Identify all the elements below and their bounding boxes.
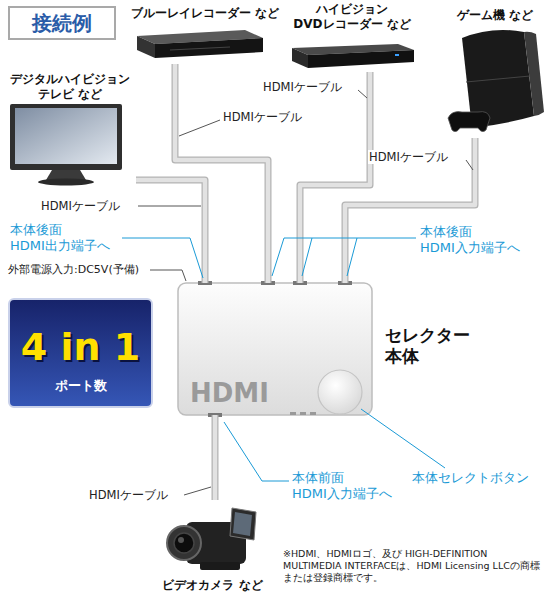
leader-line — [150, 270, 186, 281]
game-console: ゲーム機 など — [445, 8, 547, 138]
badge-caption: ポート数 — [10, 378, 151, 394]
hdmi-cable — [136, 180, 205, 283]
cable-label: HDMIケーブル — [262, 80, 343, 94]
port-count-badge: 4 in 1 ポート数 — [8, 298, 153, 408]
text-slot: ※HDMI、HDMIロゴ、及び HIGH-DEFINITION MULTIMED… — [283, 548, 545, 584]
cable-label: HDMIケーブル — [88, 488, 169, 502]
text-slot: 外部電源入力:DC5V(予備) — [8, 263, 139, 277]
hdmi-cable — [175, 64, 268, 283]
text-slot: 本体後面 HDMI入力端子へ — [420, 224, 535, 257]
selector-logo: HDMI — [190, 377, 269, 410]
game-console-illustration — [448, 30, 544, 132]
text-slot: ハイビジョン DVDレコーダー など — [282, 2, 422, 32]
device-label: ハイビジョン DVDレコーダー など — [282, 2, 422, 32]
text-slot: 本体前面 HDMI入力端子へ — [292, 470, 407, 503]
device-label: ブルーレイレコーダー など — [130, 6, 280, 21]
text-slot: HDMIケーブル — [368, 150, 449, 164]
cable-core — [345, 138, 475, 283]
callout-label: 本体後面 HDMI出力端子へ — [10, 222, 125, 255]
selector-heading: セレクター 本体 — [385, 325, 480, 368]
leader-line — [358, 90, 367, 98]
device-label: デジタルハイビジョン テレビ など — [6, 72, 134, 102]
leader-line — [272, 238, 284, 276]
device-label: ビデオカメラ など — [150, 578, 275, 593]
leader-line — [466, 160, 473, 170]
cable-label: HDMIケーブル — [40, 199, 121, 213]
text-slot: 4 in 1 — [10, 324, 151, 372]
callout-label: 本体セレクトボタン — [412, 470, 529, 486]
diagram-title: 接続例 — [32, 11, 92, 36]
cable-label: HDMIケーブル — [368, 150, 449, 164]
title-box: 接続例 — [8, 6, 116, 40]
trademark-note: ※HDMI、HDMIロゴ、及び HIGH-DEFINITION MULTIMED… — [283, 548, 545, 584]
leader-line — [361, 409, 445, 468]
camera-illustration — [167, 508, 256, 570]
cable-outline — [212, 415, 219, 500]
dvd-recorder: ハイビジョン DVDレコーダー など — [282, 2, 424, 72]
cable-core — [136, 180, 205, 283]
dvd-illustration — [292, 44, 414, 68]
cable-label: HDMIケーブル — [222, 110, 303, 124]
text-slot: ブルーレイレコーダー など — [130, 6, 280, 21]
text-slot: 本体セレクトボタン — [412, 470, 529, 486]
text-slot: ビデオカメラ など — [150, 578, 275, 593]
text-slot: HDMIケーブル — [262, 80, 343, 94]
hdmi-cable — [300, 72, 370, 283]
bluray-illustration — [137, 30, 263, 58]
leader-line — [302, 238, 312, 276]
callout-label: 本体後面 HDMI入力端子へ — [420, 224, 535, 257]
tv-illustration — [10, 104, 122, 186]
cable-outline — [345, 138, 475, 283]
text-slot: 本体後面 HDMI出力端子へ — [10, 222, 125, 255]
badge-number: 4 in 1 — [10, 324, 151, 372]
text-slot: HDMIケーブル — [88, 488, 169, 502]
hdmi-cable — [215, 415, 216, 500]
device-label: ゲーム機 など — [445, 8, 545, 23]
callout-label: 本体前面 HDMI入力端子へ — [292, 470, 407, 503]
power-input-note: 外部電源入力:DC5V(予備) — [8, 263, 139, 277]
leader-line — [284, 238, 416, 239]
cable-outline — [175, 64, 268, 283]
cable-core — [300, 72, 370, 283]
selector-body: セレクター 本体HDMI — [178, 283, 372, 415]
text-slot: HDMIケーブル — [222, 110, 303, 124]
text-slot: セレクター 本体 — [385, 325, 480, 368]
cable-core — [213, 415, 218, 500]
text-slot: HDMIケーブル — [40, 199, 121, 213]
cable-core — [175, 64, 268, 283]
television: デジタルハイビジョン テレビ など — [6, 72, 136, 188]
bluray-recorder: ブルーレイレコーダー など — [130, 6, 282, 64]
text-slot: デジタルハイビジョン テレビ など — [6, 72, 134, 102]
leader-line — [224, 422, 289, 481]
leader-line — [347, 238, 357, 276]
text-slot: ポート数 — [10, 378, 151, 394]
cable-outline — [136, 180, 205, 283]
leader-line — [179, 120, 220, 136]
hdmi-cable — [345, 138, 475, 283]
leader-line — [138, 206, 201, 207]
cable-outline — [300, 72, 370, 283]
leader-line — [184, 487, 211, 495]
selector-illustration — [178, 281, 372, 417]
text-slot: HDMI — [190, 377, 269, 410]
text-slot: ゲーム機 など — [445, 8, 545, 23]
video-camera: ビデオカメラ など — [150, 500, 277, 598]
